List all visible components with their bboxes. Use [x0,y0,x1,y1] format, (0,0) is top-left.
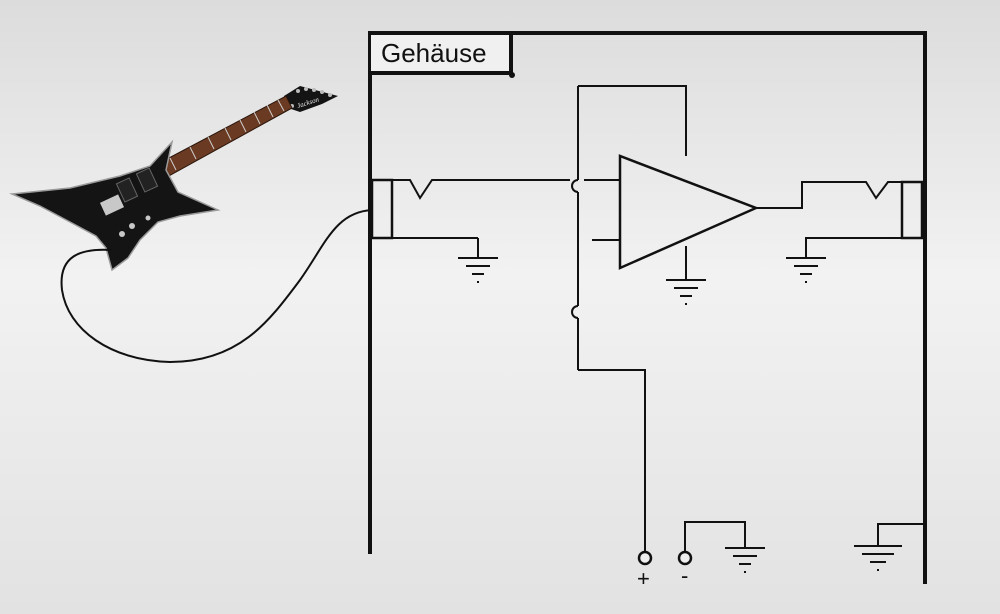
guitar-frets [169,99,285,171]
housing-ground-wire [877,523,925,546]
plus-terminal-label: + [637,566,650,591]
minus-ground-wire [684,521,746,552]
input-jack [370,178,570,258]
housing-ground-symbol [854,545,902,571]
guitar-knobs [119,215,151,237]
guitar-pickup-bridge [115,177,139,203]
plus-terminal [637,550,653,566]
output-jack [756,180,924,258]
electric-guitar: Jackson [9,86,338,272]
housing-outline [368,31,927,584]
supply-rail [571,85,687,552]
guitar-cable [60,209,373,364]
housing-label: Gehäuse [371,35,513,75]
op-amp-triangle [618,154,760,270]
input-ground-symbol [458,257,498,283]
guitar-neck [149,95,293,183]
supply-ground-symbol [725,547,765,573]
guitar-pickup-neck [135,167,159,193]
minus-terminal-label: - [681,563,689,588]
guitar-bridge [99,194,125,216]
op-amp-ground-symbol [666,246,706,305]
guitar-tuners [290,87,332,108]
output-ground-symbol [786,257,826,283]
